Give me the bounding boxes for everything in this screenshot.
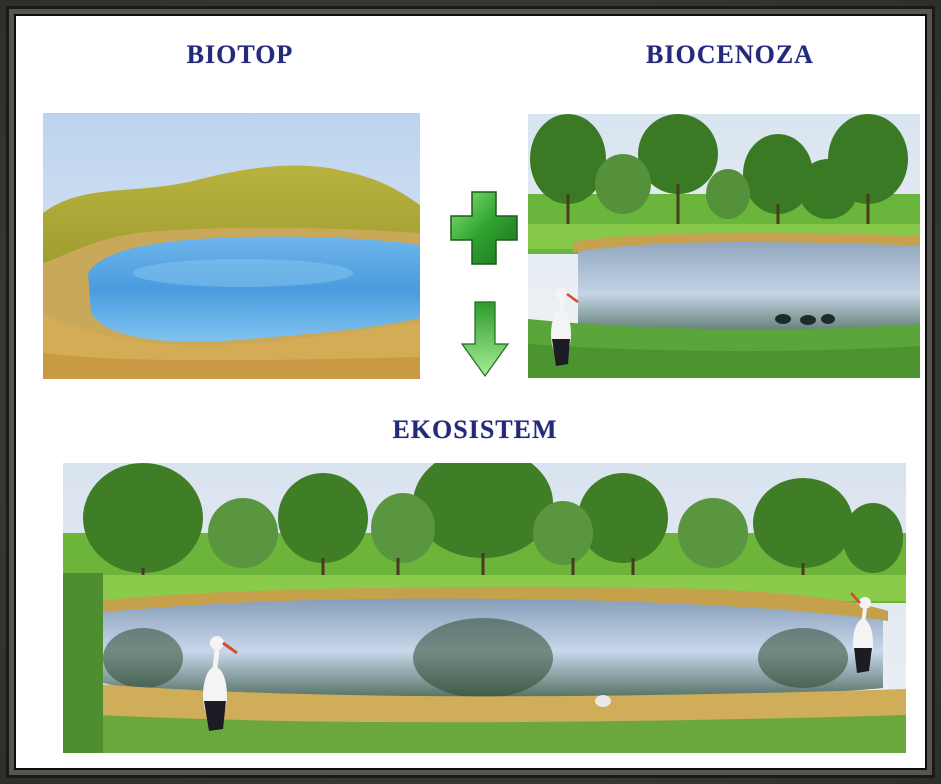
- ekosistem-image: [63, 463, 906, 753]
- plus-icon: [447, 188, 521, 268]
- ekosistem-label: EKOSISTEM: [360, 415, 590, 445]
- biocenoza-image: [528, 114, 920, 378]
- biotop-image: [43, 113, 420, 379]
- biotop-label: BIOTOP: [160, 40, 320, 70]
- biocenoza-label: BIOCENOZA: [615, 40, 845, 70]
- arrow-down-icon: [460, 300, 510, 378]
